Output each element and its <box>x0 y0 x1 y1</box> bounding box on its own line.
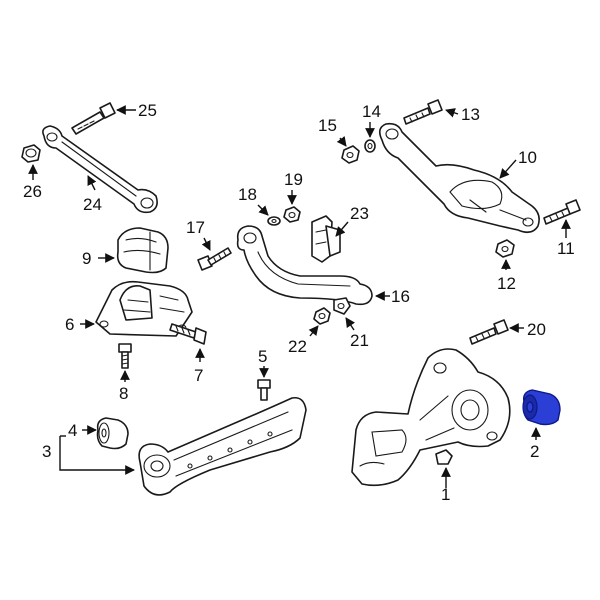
part-12-nut[interactable] <box>495 239 515 258</box>
callout-7: 7 <box>194 366 203 385</box>
callout-2: 2 <box>530 442 539 461</box>
part-2-bushing-highlighted[interactable] <box>522 389 561 426</box>
callout-1: 1 <box>441 485 450 504</box>
callout-14: 14 <box>362 102 381 121</box>
callout-17: 17 <box>186 218 205 237</box>
callout-23: 23 <box>350 204 369 223</box>
leader-18 <box>257 204 269 216</box>
callout-5: 5 <box>258 347 267 366</box>
part-25-bolt[interactable] <box>71 102 116 135</box>
callout-19: 19 <box>284 170 303 189</box>
part-11-bolt[interactable] <box>543 199 581 225</box>
callout-4: 4 <box>68 421 77 440</box>
leader-10 <box>499 159 517 179</box>
part-19-nut[interactable] <box>283 206 301 223</box>
part-1-knuckle[interactable] <box>351 348 511 487</box>
callout-8: 8 <box>119 384 128 403</box>
part-15-nut[interactable] <box>341 145 360 164</box>
callout-3: 3 <box>42 442 51 461</box>
part-3-trailing-arm[interactable] <box>138 396 307 496</box>
part-23-bracket[interactable] <box>311 215 341 263</box>
leader-23 <box>335 221 349 237</box>
part-13-bolt[interactable] <box>403 99 443 125</box>
callout-24: 24 <box>83 195 102 214</box>
callout-22: 22 <box>288 337 307 356</box>
part-6-spring-seat[interactable] <box>95 280 193 337</box>
part-5-bolt[interactable] <box>257 379 271 401</box>
part-22-nut[interactable] <box>313 307 331 325</box>
callout-26: 26 <box>23 182 42 201</box>
leader-24 <box>87 175 97 191</box>
part-16-camber-arm[interactable] <box>236 225 373 306</box>
callout-18: 18 <box>238 185 257 204</box>
leader-3 <box>59 436 135 475</box>
part-21-clip[interactable] <box>333 297 351 315</box>
callout-25: 25 <box>138 101 157 120</box>
callout-9: 9 <box>82 249 91 268</box>
callout-6: 6 <box>65 315 74 334</box>
leader-21 <box>345 317 355 331</box>
part-8-bolt[interactable] <box>118 343 132 369</box>
callout-11: 11 <box>557 239 575 258</box>
callout-10: 10 <box>518 148 537 167</box>
part-17-bolt[interactable] <box>197 247 232 271</box>
part-26-nut[interactable] <box>21 144 41 163</box>
leader-13 <box>445 108 459 118</box>
callout-12: 12 <box>497 274 516 293</box>
part-10-lower-control-arm[interactable] <box>378 122 540 234</box>
part-24-link-arm[interactable] <box>42 125 158 214</box>
part-14-washer[interactable] <box>364 139 376 153</box>
part-9-bump-stop[interactable] <box>116 227 169 274</box>
part-18-washer[interactable] <box>267 216 281 226</box>
part-20-bolt[interactable] <box>469 319 509 345</box>
callout-21: 21 <box>350 331 369 350</box>
callout-15: 15 <box>318 116 337 135</box>
callout-20: 20 <box>527 320 546 339</box>
callout-16: 16 <box>391 287 410 306</box>
callout-13: 13 <box>461 105 480 124</box>
leader-22 <box>308 325 319 337</box>
part-7-bolt[interactable] <box>169 323 207 345</box>
leader-17 <box>201 237 211 251</box>
part-4-bushing[interactable] <box>96 417 129 450</box>
leader-15 <box>336 136 347 147</box>
